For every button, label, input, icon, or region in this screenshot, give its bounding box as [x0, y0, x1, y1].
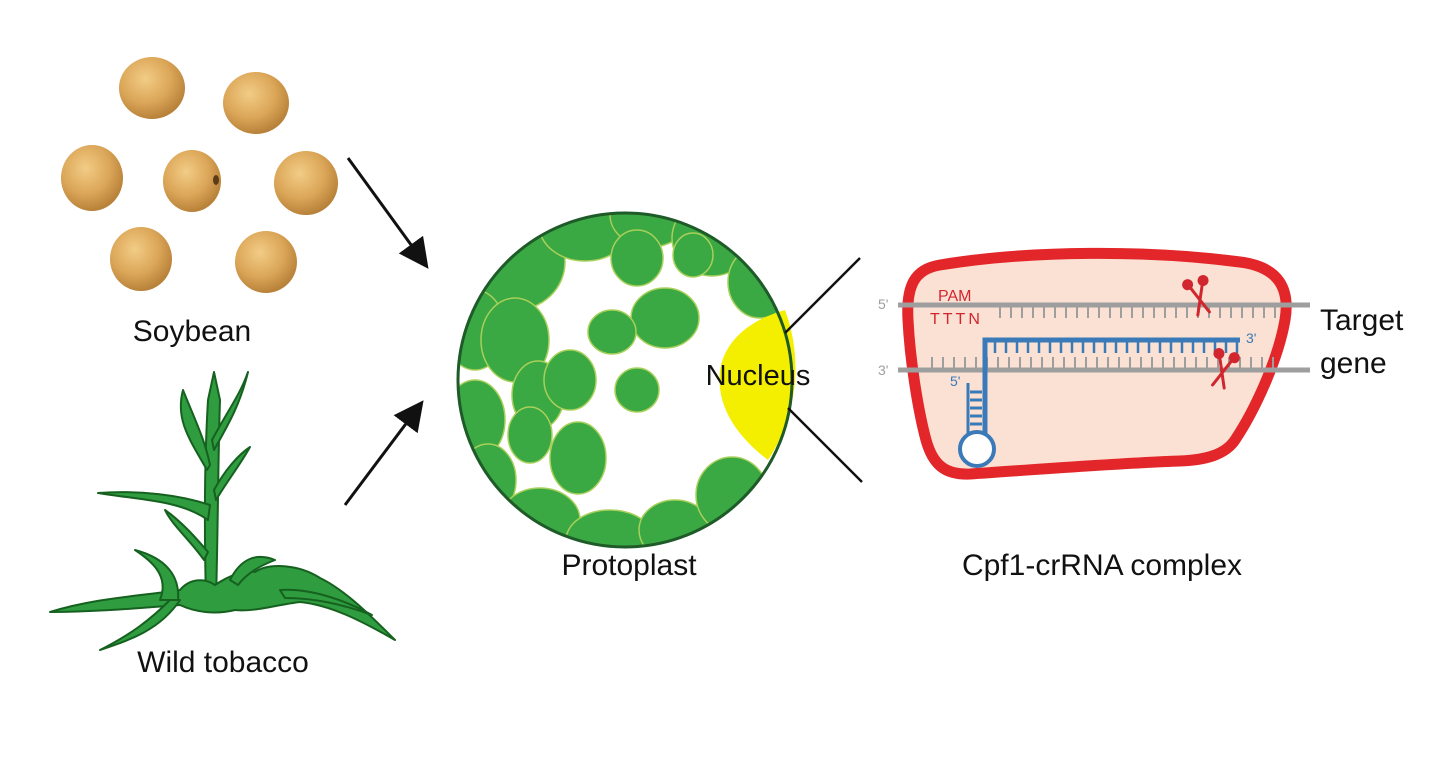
- complex-label: Cpf1-crRNA complex: [962, 549, 1242, 582]
- soybean-seeds: [61, 57, 338, 293]
- protoplast-label: Protoplast: [561, 549, 697, 582]
- target-gene-label-line2: gene: [1320, 347, 1387, 380]
- soybean-seed: [61, 145, 123, 211]
- scissors-icon: [1182, 275, 1211, 317]
- soybean-seed: [119, 57, 185, 119]
- pam-label: PAM: [938, 288, 971, 305]
- scissors-icon: [1211, 348, 1240, 390]
- crrna-hairpin-loop: [958, 430, 996, 468]
- pam-sequence-label: TTTN: [930, 311, 983, 328]
- crrna-5prime-label: 5': [950, 373, 960, 389]
- soybean-seed: [163, 150, 221, 212]
- bottom-strand-3prime-label: 3': [878, 362, 888, 378]
- target-dna-bottom-strand: [898, 357, 1310, 373]
- zoom-line-bottom: [787, 407, 863, 483]
- crrna-strand: [958, 337, 1240, 468]
- target-gene-label-line1: Target: [1320, 304, 1404, 337]
- crrna-3prime-label: 3': [1246, 330, 1256, 346]
- top-strand-5prime-label: 5': [878, 296, 888, 312]
- cpf1-crrna-complex: 5' 3' PAM TTTN 3' 5': [878, 247, 1310, 480]
- soybean-seed: [235, 231, 297, 293]
- soybean-label: Soybean: [133, 315, 251, 348]
- arrow-soybean-to-protoplast: [346, 157, 429, 269]
- protoplast-cell: [456, 211, 796, 549]
- soybean-seed: [110, 227, 172, 291]
- zoom-line-top: [784, 257, 861, 334]
- wild-tobacco-label: Wild tobacco: [137, 646, 309, 679]
- soybean-seed: [223, 72, 289, 134]
- soybean-seed: [274, 151, 338, 215]
- arrow-tobacco-to-protoplast: [343, 400, 424, 506]
- wild-tobacco-plant: [49, 371, 396, 651]
- nucleus-label: Nucleus: [706, 360, 811, 392]
- nucleus: [719, 310, 796, 460]
